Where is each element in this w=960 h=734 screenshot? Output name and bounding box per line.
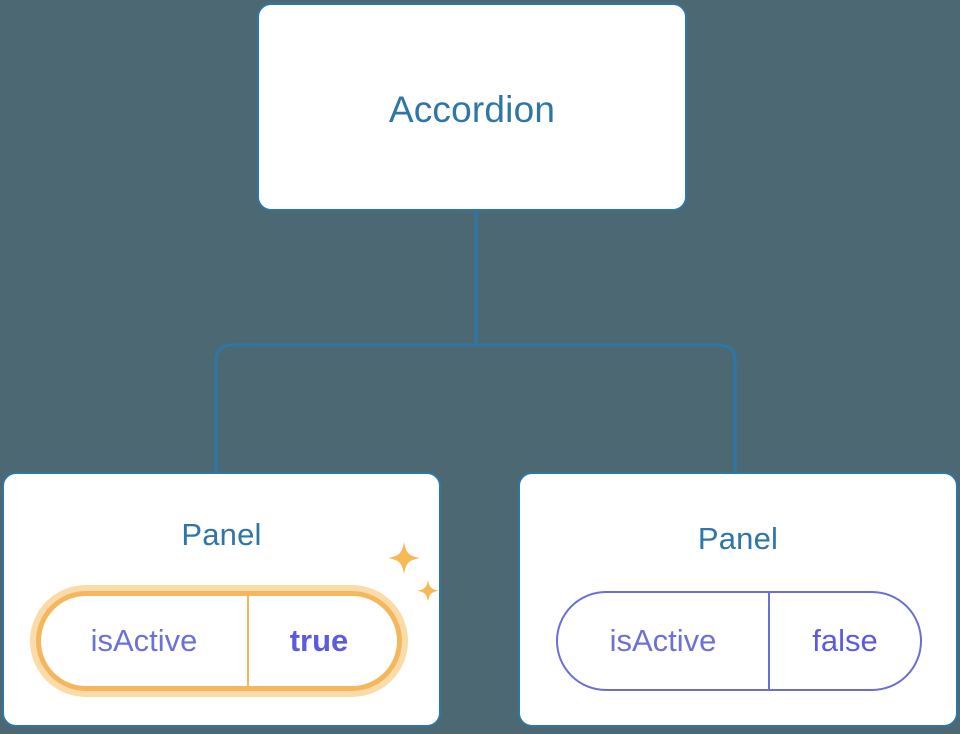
prop-value-isactive-inactive: false (812, 623, 878, 658)
edge-branch-left (214, 343, 476, 472)
prop-pill-inactive[interactable]: isActive false (556, 591, 922, 691)
prop-pill-active[interactable]: isActive true (36, 591, 402, 691)
edge-branch-right (476, 343, 737, 472)
node-accordion-title: Accordion (388, 89, 556, 130)
node-accordion[interactable]: Accordion (257, 3, 687, 211)
node-panel-inactive-title: Panel (697, 521, 779, 556)
prop-key-isactive-active: isActive (41, 596, 249, 686)
node-panel-active-title: Panel (181, 517, 262, 552)
prop-value-isactive-active: true (289, 623, 349, 658)
prop-key-isactive-inactive: isActive (558, 593, 770, 689)
